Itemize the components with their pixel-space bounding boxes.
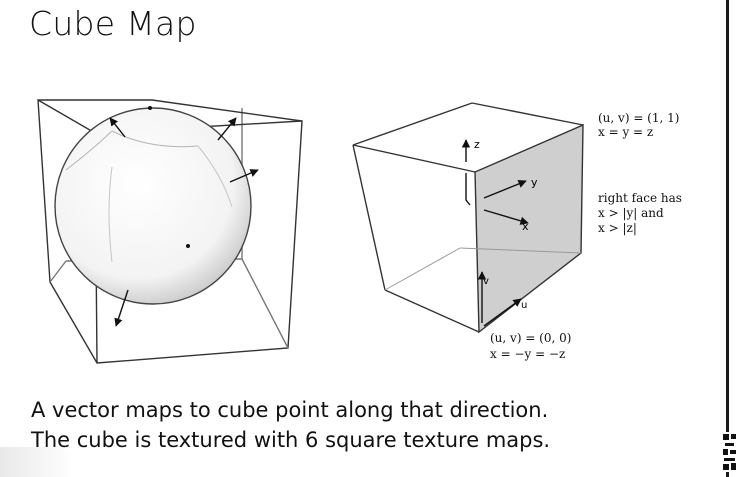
z-axis-tail: [465, 173, 471, 206]
sphere-seam-vertical: [108, 166, 113, 263]
uv-bottom-label: (u, v) = (0, 0): [490, 331, 571, 345]
qr-code-icon: [722, 432, 737, 472]
front-bottom-edge: [384, 289, 480, 333]
hidden-back-edge: [459, 247, 582, 254]
front-top-edge: [352, 144, 476, 173]
x-axis-arrow: [483, 209, 529, 225]
sphere-in-cube: [37, 99, 303, 364]
front-left-edge: [352, 144, 386, 291]
x-axis-label: x: [522, 220, 529, 233]
xyz-top-label: x = y = z: [598, 125, 653, 139]
hidden-bottom-edge: [384, 247, 461, 291]
direction-arrow-up-left: [109, 117, 126, 138]
corner-smudge: [0, 447, 75, 477]
back-top-edge: [352, 102, 473, 146]
right-face-label-3: x > |z|: [598, 221, 637, 235]
right-face-label-1: right face has: [598, 191, 682, 205]
cube-back-bottom-left-edge: [49, 260, 67, 283]
v-axis-label: v: [483, 276, 489, 287]
y-axis-label: y: [531, 176, 538, 189]
sphere-seam-top: [111, 130, 199, 148]
direction-arrow-down: [114, 289, 129, 327]
sphere-center-dot: [186, 244, 190, 248]
z-axis-label: z: [474, 138, 480, 151]
xyz-bottom-label: x = −y = −z: [490, 347, 565, 361]
right-face-label-2: x > |y| and: [598, 206, 664, 220]
back-top-right-edge: [471, 102, 584, 126]
u-axis-label: u: [521, 300, 527, 311]
sphere: [54, 107, 252, 305]
sphere-seam-left: [65, 130, 113, 171]
cube-top-left-edge: [37, 99, 96, 134]
bullet-text-2: The cube is textured with 6 square textu…: [31, 428, 551, 452]
cube-hit-point-top: [148, 106, 152, 110]
slide-edge-bar: [726, 0, 729, 477]
cube-back-bottom-right-edge: [241, 258, 289, 349]
slide-title: Cube Map: [29, 4, 197, 43]
cube-face-diagram: [352, 102, 584, 334]
direction-arrow-right: [229, 169, 259, 183]
direction-arrow-up-right: [217, 117, 237, 141]
annotations: (u, v) = (1, 1) x = y = z right face has…: [490, 111, 682, 361]
right-face: [474, 123, 584, 334]
uv-top-label: (u, v) = (1, 1): [598, 111, 679, 125]
sphere-seam-right: [197, 145, 233, 208]
y-axis-arrow: [483, 179, 527, 199]
u-axis-arrow: [483, 298, 522, 327]
bullet-text-1: A vector maps to cube point along that d…: [31, 398, 549, 422]
